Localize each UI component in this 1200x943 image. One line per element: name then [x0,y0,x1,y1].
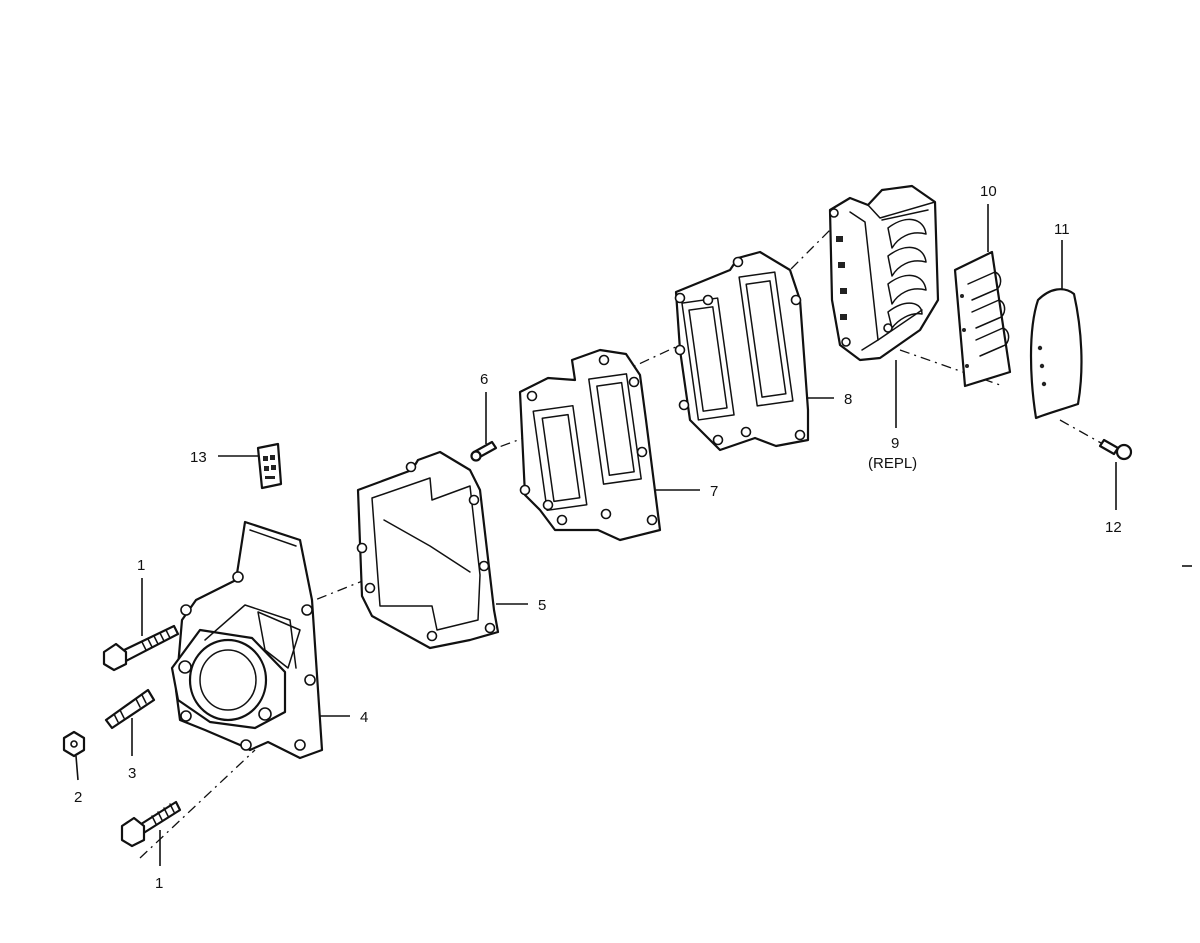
part-1-bolt-upper [102,624,180,672]
part-11-reed-stop [1029,288,1083,420]
part-3-stud [104,688,156,730]
part-5-gasket [356,450,500,650]
callout-7: 7 [710,483,718,500]
callout-1-lower: 1 [155,875,163,892]
callout-2: 2 [74,789,82,806]
part-4-adaptor-plate [170,520,324,760]
part-2-nut [62,730,86,758]
leader-lines [75,204,1117,866]
callout-9-repl-note: (REPL) [868,455,917,472]
assembly-centerline [139,209,1111,859]
part-13-decal [256,442,283,490]
part-6-screw [470,440,498,462]
callout-13: 13 [190,449,207,466]
part-10-reed-petals [953,250,1012,388]
callout-8: 8 [844,391,852,408]
part-12-screw [1098,438,1133,461]
callout-9: 9 [891,435,899,452]
callout-3: 3 [128,765,136,782]
callout-1-upper: 1 [137,557,145,574]
part-7-reed-plate [518,348,662,542]
part-8-gasket [674,250,810,452]
callout-10: 10 [980,183,997,200]
part-1-bolt-lower [120,800,182,848]
callout-11: 11 [1054,221,1070,238]
callout-6: 6 [480,371,488,388]
part-9-reed-block [828,184,940,362]
callout-5: 5 [538,597,546,614]
callout-4: 4 [360,709,368,726]
callout-12: 12 [1105,519,1122,536]
